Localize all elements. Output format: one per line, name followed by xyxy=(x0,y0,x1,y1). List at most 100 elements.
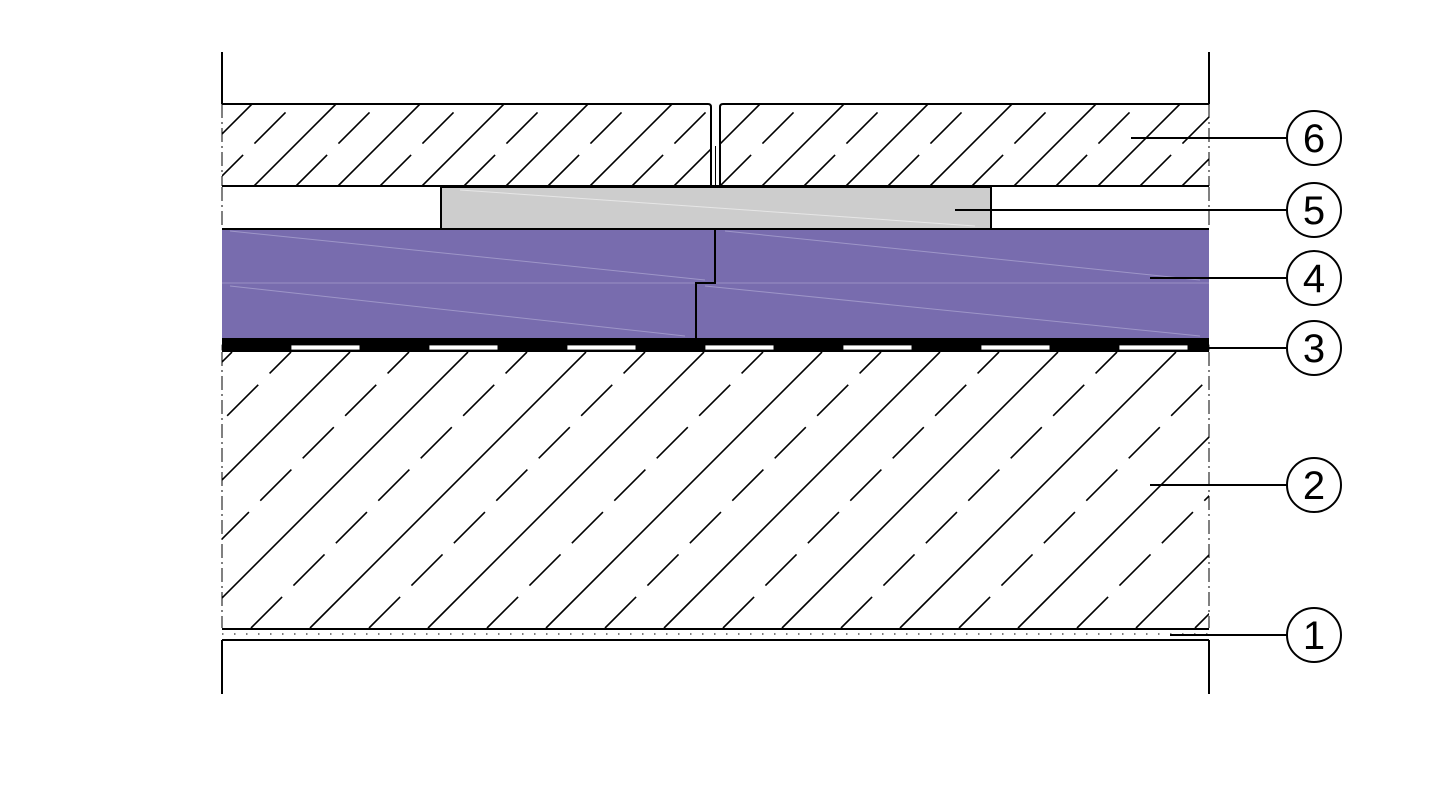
slab-hatch-dashed-line xyxy=(222,352,410,541)
membrane-dash xyxy=(359,344,430,351)
paver-hatch-dashed-line xyxy=(547,104,631,186)
layer-2-slab xyxy=(221,352,1456,629)
layer-5-pad xyxy=(221,186,1210,230)
paver-hatch-line xyxy=(845,104,929,186)
paver-hatch-line xyxy=(720,104,761,186)
callout-circle-4 xyxy=(1286,250,1342,306)
slab-hatch-line xyxy=(1135,553,1209,629)
paver-hatch-dashed-line xyxy=(971,104,1055,186)
paver-hatch-line xyxy=(1013,104,1097,186)
paver-hatch-line xyxy=(929,104,1013,186)
slab-hatch-line xyxy=(545,352,823,629)
slab-hatch-line xyxy=(427,352,705,629)
slab-hatch-dashed-line xyxy=(1431,352,1456,628)
paver-hatch-line xyxy=(761,104,845,186)
membrane-dash xyxy=(704,344,775,351)
slab-hatch-dashed-line xyxy=(840,352,1118,629)
boundary-lines xyxy=(221,52,1210,694)
callout-5: 5 xyxy=(955,182,1342,238)
paver-hatch-dashed-line xyxy=(1055,104,1139,186)
callouts: 6 5 4 3 2 1 xyxy=(955,110,1342,663)
slab-hatch-dashed-line xyxy=(722,352,1000,629)
slab-hatch-dashed-line xyxy=(486,352,764,629)
paver-hatch-dashed-line xyxy=(800,104,882,186)
callout-circle-6 xyxy=(1286,110,1342,166)
slab-hatch xyxy=(222,352,1456,629)
membrane-dash xyxy=(566,344,637,351)
paver-hatch-dashed-line xyxy=(720,104,803,186)
paver-hatch-line xyxy=(1097,104,1181,186)
callout-circle-5 xyxy=(1286,182,1342,238)
paver-hatch-line xyxy=(673,104,711,186)
slab-hatch-dashed-line xyxy=(1076,494,1209,629)
membrane-top-band xyxy=(222,340,1209,345)
slab-hatch-line xyxy=(781,352,1059,629)
paver-hatch-dashed-line xyxy=(716,104,798,186)
paver-hatch-line xyxy=(253,104,337,186)
slab-hatch-line xyxy=(222,352,233,364)
callout-2: 2 xyxy=(1150,457,1342,513)
paver-right-outline xyxy=(719,103,1209,186)
slab-hatch-dashed-line xyxy=(368,352,646,629)
callout-label-3: 3 xyxy=(1303,327,1325,371)
paver-hatch-line xyxy=(421,104,505,186)
slab-hatch-line xyxy=(1254,352,1456,628)
insulation-sheen-2 xyxy=(724,230,1201,281)
slab-hatch-line xyxy=(663,352,941,629)
membrane-dash xyxy=(980,344,1051,351)
slab-hatch-dashed-line xyxy=(250,352,528,629)
paver-hatch-line xyxy=(1181,104,1209,186)
callout-6: 6 xyxy=(1131,110,1342,166)
insulation-sheen-1 xyxy=(229,230,706,281)
paver-hatch-dashed-line xyxy=(379,104,463,186)
paver-left-hatch xyxy=(222,104,882,186)
membrane-dash xyxy=(428,344,499,351)
slab-hatch-line xyxy=(222,352,351,482)
insulation-sheen-3 xyxy=(229,285,686,337)
callout-circle-3 xyxy=(1286,320,1342,376)
membrane-dash xyxy=(773,344,844,351)
layer-3-membrane xyxy=(221,340,1210,352)
layer-1-soffit xyxy=(222,628,1209,641)
callout-label-5: 5 xyxy=(1303,189,1325,233)
insulation-sheen-4 xyxy=(704,285,1201,337)
paver-hatch-line xyxy=(758,104,840,186)
callout-1: 1 xyxy=(1170,607,1342,663)
insulation-stepped-joint xyxy=(695,229,716,339)
paver-hatch-line xyxy=(505,104,589,186)
membrane-dash xyxy=(497,344,568,351)
slab-hatch-dashed-line xyxy=(958,376,1209,629)
membrane-dash xyxy=(221,344,292,351)
pad-sheen-line xyxy=(459,189,976,227)
paver-hatch-dashed-line xyxy=(803,104,887,186)
paver-hatch-line xyxy=(337,104,421,186)
paver-hatch-dashed-line xyxy=(295,104,379,186)
paver-hatch-dashed-line xyxy=(887,104,971,186)
slab-hatch-line xyxy=(222,352,469,600)
slab-hatch-line xyxy=(309,352,587,629)
membrane-dash xyxy=(635,344,706,351)
callout-4: 4 xyxy=(1150,250,1342,306)
paver-hatch-dashed-line xyxy=(463,104,547,186)
callout-circle-2 xyxy=(1286,457,1342,513)
callout-label-1: 1 xyxy=(1303,614,1325,658)
paver-hatch-dashed-line xyxy=(222,104,295,186)
paver-hatch-line xyxy=(222,104,253,186)
paver-left-outline xyxy=(222,103,712,186)
slab-hatch-line xyxy=(1372,352,1456,628)
callout-label-4: 4 xyxy=(1303,257,1325,301)
slab-hatch-dashed-line xyxy=(222,352,292,423)
membrane-dash xyxy=(911,344,982,351)
slab-hatch-line xyxy=(1017,435,1209,629)
membrane-dash xyxy=(842,344,913,351)
paver-hatch-line xyxy=(589,104,673,186)
layer-4-insulation xyxy=(222,228,1209,340)
paver-hatch-dashed-line xyxy=(631,104,711,186)
membrane-dash xyxy=(1118,344,1189,351)
callout-label-2: 2 xyxy=(1303,464,1325,508)
layer-6-paving-slabs xyxy=(221,103,1210,187)
slab-hatch-line xyxy=(899,352,1177,629)
membrane-dash-pattern xyxy=(221,344,1210,351)
callout-circle-1 xyxy=(1286,607,1342,663)
